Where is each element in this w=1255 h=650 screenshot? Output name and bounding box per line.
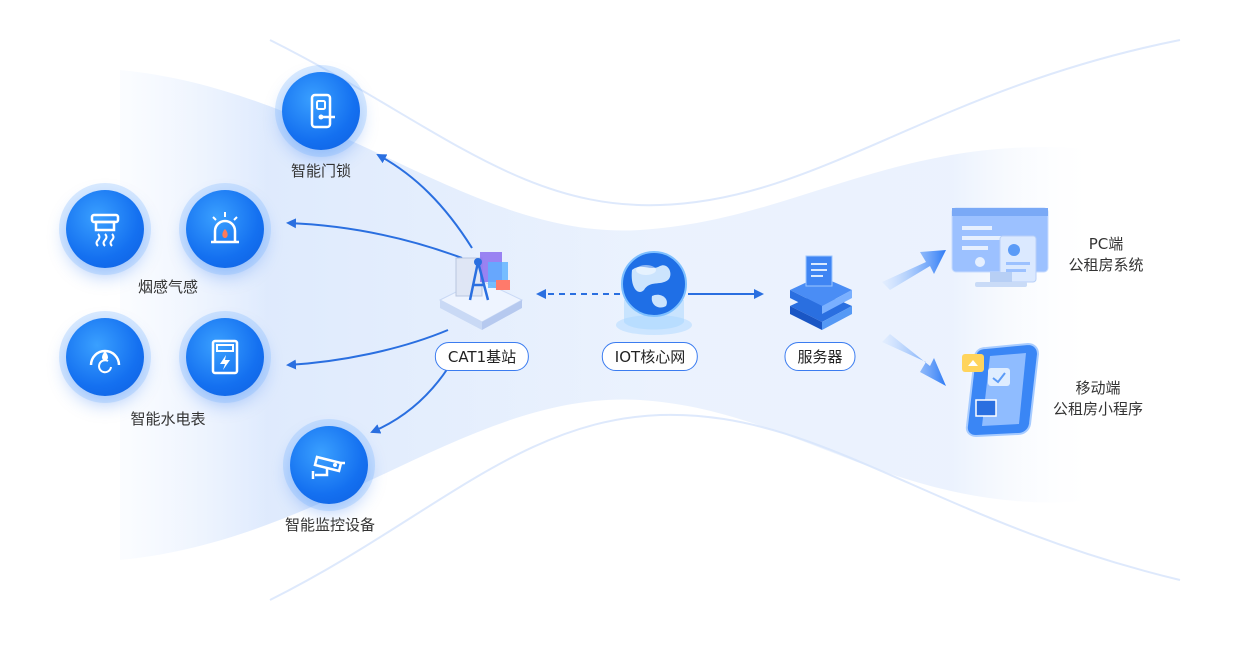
flow-curve-top: [269, 39, 1181, 207]
arrow-to-door-lock: [376, 154, 473, 249]
pc-endpoint-line2: 公租房系统: [1068, 256, 1144, 274]
mobile-endpoint-line1: 移动端: [1075, 379, 1121, 397]
door-lock-label: 智能门锁: [290, 162, 352, 180]
base-station-icon: [438, 252, 524, 330]
pc-endpoint-label: PC端 公租房系统: [1068, 234, 1143, 276]
arrow-to-meter: [286, 329, 449, 370]
server-icon: [790, 255, 852, 330]
water-meter-icon: [66, 318, 144, 396]
server-label: 服务器: [784, 342, 856, 371]
big-arrow-to-pc: [882, 250, 946, 290]
flow-band: [120, 70, 1100, 560]
smoke-detector-icon: [66, 190, 144, 268]
arrow-to-camera: [370, 367, 449, 434]
iot-globe-icon: [616, 251, 692, 335]
arrow-to-smoke-sensor: [286, 218, 463, 259]
door-lock-icon: [282, 72, 360, 150]
electric-meter-icon: [186, 318, 264, 396]
mobile-endpoint-label: 移动端 公租房小程序: [1053, 378, 1143, 420]
iot-core-label: IOT核心网: [601, 342, 699, 371]
smoke-sensor-label: 烟感气感: [137, 278, 199, 296]
mobile-phone-icon: [962, 342, 1040, 438]
camera-label: 智能监控设备: [284, 516, 376, 534]
pc-endpoint-line1: PC端: [1088, 235, 1124, 253]
gas-alarm-icon: [186, 190, 264, 268]
security-camera-icon: [290, 426, 368, 504]
pc-monitor-icon: [951, 207, 1049, 287]
flow-curve-bottom: [269, 413, 1181, 601]
base-station-label: CAT1基站: [434, 342, 530, 371]
big-arrow-to-mobile: [882, 334, 946, 386]
meter-label: 智能水电表: [130, 410, 206, 428]
mobile-endpoint-line2: 公租房小程序: [1052, 400, 1144, 418]
